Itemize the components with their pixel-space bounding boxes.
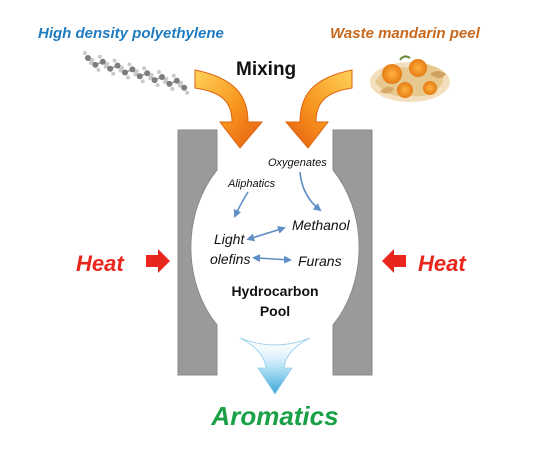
- olefins-methanol-double-arrow: [246, 225, 286, 242]
- product-funnel-arrow: [239, 337, 311, 395]
- olefins-label: olefins: [210, 251, 250, 267]
- mandarin-peel-label: Waste mandarin peel: [330, 25, 481, 42]
- aliphatics-to-olefins-arrow: [233, 191, 249, 218]
- light-label: Light: [214, 231, 245, 247]
- oxygenates-label: Oxygenates: [268, 157, 327, 169]
- hdpe-label: High density polyethylene: [38, 25, 224, 42]
- reactor-left-wall: [177, 129, 218, 376]
- left-mixing-arrow: [194, 69, 264, 149]
- heat-left-label: Heat: [76, 251, 125, 276]
- aliphatics-label: Aliphatics: [227, 178, 276, 190]
- heat-left-arrow: [146, 249, 170, 273]
- oxygenates-to-methanol-arrow: [299, 171, 322, 212]
- hydrocarbon-pool-line1: Hydrocarbon: [231, 283, 318, 299]
- mandarin-peel-image: [370, 55, 450, 102]
- reactor-right-wall: [332, 129, 373, 376]
- right-mixing-arrow: [284, 69, 353, 149]
- polyethylene-chain-icon: [83, 51, 190, 95]
- olefins-furans-double-arrow: [252, 254, 292, 264]
- heat-right-arrow: [382, 249, 406, 273]
- methanol-label: Methanol: [292, 217, 350, 233]
- heat-right-label: Heat: [418, 251, 467, 276]
- hydrocarbon-pool-line2: Pool: [260, 303, 290, 319]
- mixing-label: Mixing: [236, 59, 296, 80]
- furans-label: Furans: [298, 253, 342, 269]
- aromatics-label: Aromatics: [210, 401, 338, 431]
